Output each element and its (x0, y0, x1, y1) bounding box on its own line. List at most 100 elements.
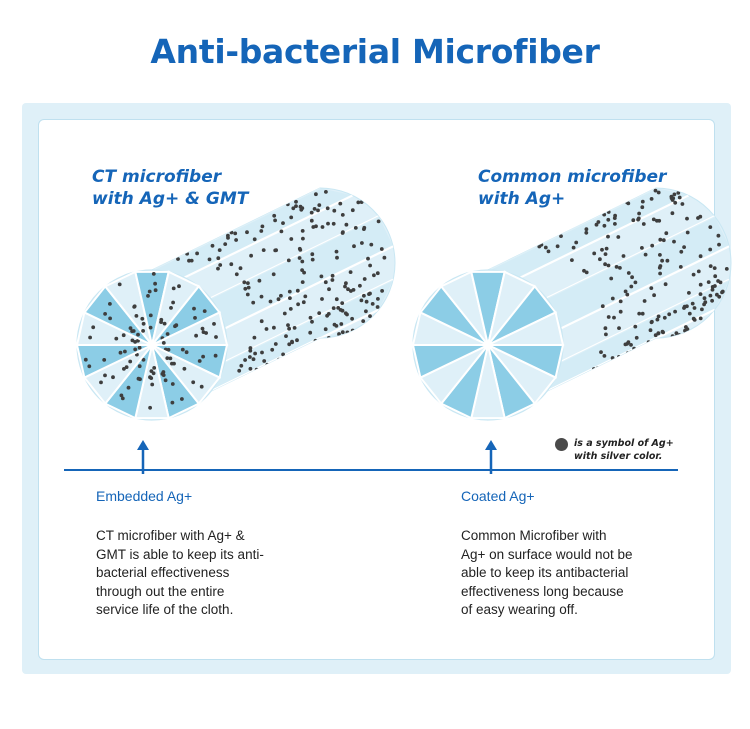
silver-dot (217, 248, 222, 253)
silver-dot (298, 353, 303, 358)
silver-dot (296, 302, 300, 307)
silver-dot (122, 367, 126, 371)
silver-dot (248, 348, 253, 353)
silver-dot (317, 345, 321, 349)
strand-shade (210, 279, 394, 392)
silver-dot (171, 300, 176, 305)
silver-dot (361, 319, 366, 323)
silver-dot (128, 359, 133, 364)
silver-dot (160, 372, 165, 376)
silver-dot (651, 217, 656, 222)
silver-dot (326, 221, 330, 226)
silver-dot (264, 327, 269, 331)
silver-dot (375, 271, 380, 276)
silver-dot (191, 380, 196, 385)
silver-dot (233, 231, 238, 236)
silver-dot (295, 338, 299, 343)
silver-dot (301, 351, 306, 356)
silver-dot (323, 327, 328, 332)
silver-dot (278, 363, 283, 368)
silver-dot (310, 319, 314, 324)
silver-dot (649, 197, 654, 201)
silver-dot (682, 245, 686, 250)
silver-dot (331, 337, 336, 341)
silver-dot (369, 242, 374, 247)
silver-dot (250, 376, 255, 381)
silver-dot (341, 230, 345, 235)
silver-dot (627, 356, 632, 361)
silver-dot (646, 340, 651, 345)
silver-dot (299, 207, 304, 212)
silver-dot (287, 289, 292, 294)
silver-dot (375, 305, 380, 309)
silver-dot (349, 289, 353, 293)
silver-dot (199, 384, 204, 389)
ct-desc-line: CT microfiber with Ag+ & (96, 528, 245, 543)
silver-dot (656, 331, 661, 336)
silver-dot (153, 281, 158, 286)
silver-dot (168, 356, 173, 361)
silver-dot (724, 267, 729, 271)
silver-dot (200, 326, 205, 331)
silver-dot (151, 371, 156, 376)
silver-dot (640, 199, 645, 204)
silver-dot (698, 316, 703, 321)
silver-dot (633, 354, 638, 358)
silver-dot (654, 344, 658, 349)
silver-dot (708, 264, 713, 268)
silver-dot (232, 385, 237, 390)
silver-dot (368, 291, 372, 296)
silver-dot (124, 365, 129, 369)
silver-dot (290, 340, 294, 345)
silver-dot (137, 364, 142, 369)
silver-dot (594, 367, 599, 372)
silver-dot (289, 215, 294, 220)
silver-dot (292, 326, 297, 330)
silver-dot (259, 319, 264, 324)
silver-dot (230, 387, 234, 392)
silver-dot (368, 314, 372, 318)
silver-dot (633, 324, 638, 329)
silver-dot (207, 257, 212, 262)
silver-dot (248, 373, 253, 377)
silver-dot (364, 299, 369, 304)
silver-dot (604, 332, 608, 337)
silver-dot (309, 218, 314, 223)
silver-dot (241, 377, 246, 382)
silver-dot (660, 329, 665, 334)
silver-dot (360, 241, 364, 245)
silver-dot (272, 213, 277, 218)
common-arrow-icon (485, 440, 497, 474)
silver-dot (184, 350, 189, 355)
silver-dot (584, 230, 589, 235)
silver-dot (313, 338, 318, 343)
silver-dot (243, 358, 248, 362)
silver-dot (165, 356, 170, 360)
silver-dot (221, 391, 226, 395)
silver-dot (589, 376, 594, 380)
silver-dot (372, 273, 376, 278)
silver-dot (364, 309, 368, 314)
silver-dot (259, 370, 264, 374)
silver-dot (243, 286, 248, 291)
silver-dot (656, 338, 660, 343)
silver-dot (658, 271, 662, 276)
silver-dot (88, 335, 92, 340)
silver-dot (609, 276, 614, 281)
silver-dot (253, 351, 257, 356)
silver-dot (636, 216, 641, 221)
silver-dot (338, 201, 343, 206)
silver-dot (219, 390, 224, 395)
silver-dot (649, 286, 654, 290)
silver-dot (221, 388, 226, 393)
silver-dot (212, 322, 216, 326)
silver-dot (151, 272, 156, 276)
silver-dot (592, 251, 597, 256)
silver-dot (251, 300, 256, 305)
silver-dot (284, 359, 289, 363)
silver-dot (103, 312, 107, 316)
silver-dot (236, 378, 241, 383)
silver-dot (380, 289, 384, 293)
silver-dot (162, 321, 167, 326)
silver-dot (629, 284, 634, 289)
